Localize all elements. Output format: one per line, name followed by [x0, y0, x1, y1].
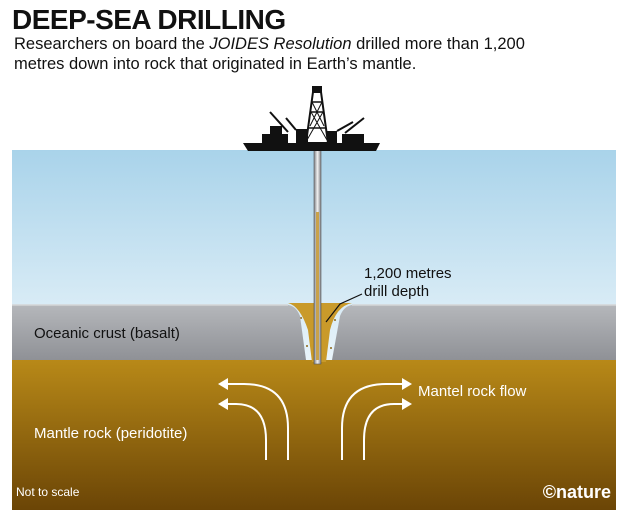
mantle-layer — [12, 360, 616, 510]
scale-note: Not to scale — [16, 485, 80, 499]
ship-icon — [243, 86, 380, 151]
page-subtitle: Researchers on board the JOIDES Resoluti… — [14, 34, 574, 74]
depth-label-line2: drill depth — [364, 283, 429, 300]
depth-leader-line — [325, 293, 363, 323]
subtitle-after: drilled more than 1,200 metres down into… — [14, 35, 525, 73]
flow-label: Mantel rock flow — [418, 383, 527, 400]
crust-left — [12, 305, 306, 360]
nature-credit: ©nature — [543, 482, 611, 502]
flow-arrowheads — [218, 378, 412, 410]
depth-label-line1: 1,200 metres — [364, 265, 452, 282]
flow-arrow-icon — [226, 383, 404, 460]
mantle-label: Mantle rock (peridotite) — [34, 425, 187, 442]
subtitle-before: Researchers on board the — [14, 35, 210, 53]
subtitle-ship-name: JOIDES Resolution — [209, 35, 352, 53]
drill-core-sample — [316, 212, 319, 360]
crust-label: Oceanic crust (basalt) — [34, 325, 180, 342]
crust-right — [332, 305, 616, 360]
page-title: DEEP-SEA DRILLING — [12, 4, 286, 35]
